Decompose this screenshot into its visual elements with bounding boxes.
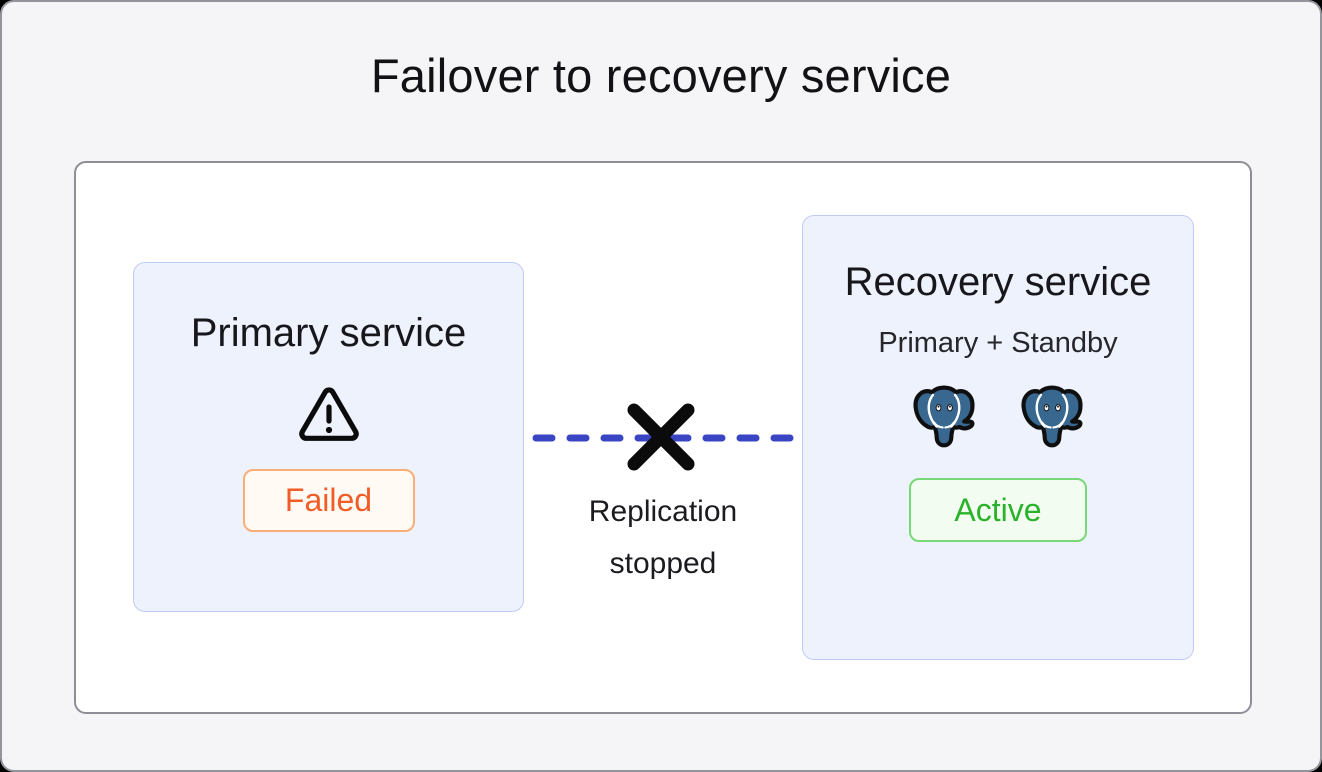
database-icons-row xyxy=(803,382,1193,452)
primary-service-box: Primary service Failed xyxy=(133,262,524,612)
status-badge-failed: Failed xyxy=(242,469,415,532)
primary-service-title: Primary service xyxy=(190,311,467,355)
postgresql-elephant-icon xyxy=(913,385,975,448)
postgresql-elephant-icon xyxy=(1021,385,1083,448)
warning-triangle-icon xyxy=(134,386,523,449)
recovery-service-box: Recovery service Primary + Standby xyxy=(802,215,1194,660)
recovery-service-title: Recovery service xyxy=(844,260,1152,304)
replication-dashed-line xyxy=(530,431,798,449)
recovery-service-subtitle: Primary + Standby xyxy=(878,327,1118,359)
x-mark-icon xyxy=(623,399,699,480)
replication-stopped-label: Replication stopped xyxy=(588,495,738,580)
diagram-title: Failover to recovery service xyxy=(370,49,952,102)
status-badge-active: Active xyxy=(909,478,1087,542)
